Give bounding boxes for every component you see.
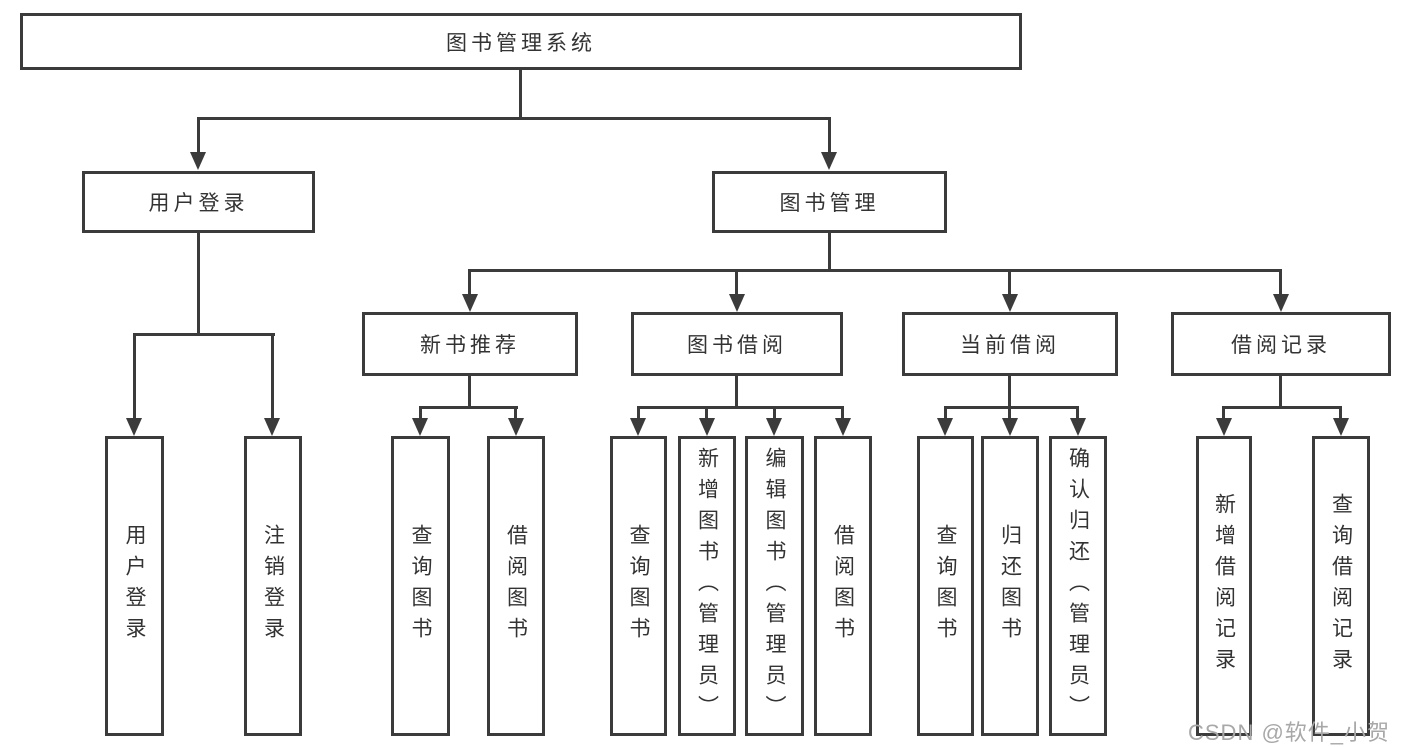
connector-drop — [841, 406, 844, 420]
leaf-label: 查询图书 — [627, 524, 650, 648]
leaf-label: 归还图书 — [998, 524, 1022, 648]
arrow-down-icon — [508, 418, 524, 436]
connector-recommend-bar — [419, 406, 518, 409]
connector-drop — [1008, 406, 1011, 420]
connector-drop — [828, 117, 831, 153]
node-current-borrowing: 当前借阅 — [902, 312, 1118, 376]
node-book-management: 图书管理 — [712, 171, 947, 233]
leaf-user-login: 用户登录 — [105, 436, 164, 736]
connector-drop — [419, 406, 422, 420]
connector-root-stem — [519, 70, 522, 118]
arrow-down-icon — [766, 418, 782, 436]
node-user-login: 用户登录 — [82, 171, 315, 233]
leaf-add-borrow-record: 新增借阅记录 — [1196, 436, 1252, 736]
node-library-management-system: 图书管理系统 — [20, 13, 1022, 70]
connector-drop — [514, 406, 517, 420]
leaf-query-books-borrowing: 查询图书 — [610, 436, 667, 736]
arrow-down-icon — [835, 418, 851, 436]
node-label: 用户登录 — [148, 192, 249, 215]
arrow-down-icon — [1002, 418, 1018, 436]
leaf-logout: 注销登录 — [244, 436, 302, 736]
leaf-label: 借阅图书 — [504, 524, 528, 648]
connector-book-mgmt-stem — [828, 233, 831, 271]
connector-drop — [944, 406, 947, 420]
arrow-down-icon — [699, 418, 715, 436]
connector-records-bar — [1223, 406, 1342, 409]
leaf-label: 确认归还（管理员） — [1066, 446, 1090, 726]
leaf-label: 查询图书 — [409, 524, 432, 648]
arrow-down-icon — [937, 418, 953, 436]
node-label: 图书借阅 — [687, 334, 787, 357]
connector-user-login-bar — [133, 333, 275, 336]
arrow-down-icon — [1070, 418, 1086, 436]
arrow-down-icon — [264, 418, 280, 436]
leaf-label: 新增借阅记录 — [1212, 493, 1236, 679]
connector-drop — [637, 406, 640, 420]
arrow-down-icon — [1273, 294, 1289, 312]
leaf-label: 用户登录 — [123, 524, 146, 648]
connector-root-bar — [197, 117, 831, 120]
connector-drop — [133, 333, 136, 420]
leaf-label: 注销登录 — [261, 524, 285, 648]
arrow-down-icon — [412, 418, 428, 436]
connector-drop — [468, 269, 471, 296]
connector-book-mgmt-bar — [469, 269, 1282, 272]
arrow-down-icon — [630, 418, 646, 436]
node-label: 借阅记录 — [1231, 334, 1331, 357]
leaf-borrow-books-recommend: 借阅图书 — [487, 436, 545, 736]
connector-borrowing-bar — [637, 406, 844, 409]
connector-drop — [735, 269, 738, 296]
connector-drop — [271, 333, 274, 420]
connector-drop — [1008, 269, 1011, 296]
connector-drop — [1279, 269, 1282, 296]
arrow-down-icon — [126, 418, 142, 436]
leaf-label: 借阅图书 — [831, 524, 855, 648]
leaf-edit-book-admin: 编辑图书（管理员） — [745, 436, 804, 736]
connector-recommend-stem — [468, 376, 471, 408]
node-label: 图书管理系统 — [446, 31, 596, 55]
node-label: 图书管理 — [779, 192, 880, 215]
leaf-return-book: 归还图书 — [981, 436, 1039, 736]
node-borrow-records: 借阅记录 — [1171, 312, 1391, 376]
arrow-down-icon — [729, 294, 745, 312]
node-label: 新书推荐 — [420, 334, 520, 357]
connector-user-login-stem — [197, 233, 200, 335]
node-book-borrowing: 图书借阅 — [631, 312, 843, 376]
leaf-label: 编辑图书（管理员） — [763, 446, 786, 726]
arrow-down-icon — [190, 152, 206, 170]
arrow-down-icon — [462, 294, 478, 312]
connector-records-stem — [1279, 376, 1282, 408]
leaf-confirm-return-admin: 确认归还（管理员） — [1049, 436, 1107, 736]
watermark-text: CSDN @软件_小贺同学 — [1188, 720, 1391, 745]
connector-drop — [773, 406, 776, 420]
arrow-down-icon — [1333, 418, 1349, 436]
leaf-query-borrow-record: 查询借阅记录 — [1312, 436, 1370, 736]
connector-drop — [1339, 406, 1342, 420]
leaf-label: 新增图书（管理员） — [695, 446, 719, 726]
leaf-query-books-current: 查询图书 — [917, 436, 974, 736]
leaf-add-book-admin: 新增图书（管理员） — [678, 436, 736, 736]
arrow-down-icon — [1002, 294, 1018, 312]
connector-drop — [1076, 406, 1079, 420]
node-new-book-recommend: 新书推荐 — [362, 312, 578, 376]
connector-current-bar — [944, 406, 1079, 409]
arrow-down-icon — [821, 152, 837, 170]
leaf-label: 查询图书 — [934, 524, 957, 648]
node-label: 当前借阅 — [960, 334, 1060, 357]
leaf-borrow-books-borrowing: 借阅图书 — [814, 436, 872, 736]
connector-drop — [1222, 406, 1225, 420]
leaf-label: 查询借阅记录 — [1329, 493, 1353, 679]
leaf-query-books-recommend: 查询图书 — [391, 436, 450, 736]
connector-current-stem — [1008, 376, 1011, 408]
connector-drop — [197, 117, 200, 153]
arrow-down-icon — [1216, 418, 1232, 436]
connector-drop — [705, 406, 708, 420]
connector-borrowing-stem — [735, 376, 738, 408]
